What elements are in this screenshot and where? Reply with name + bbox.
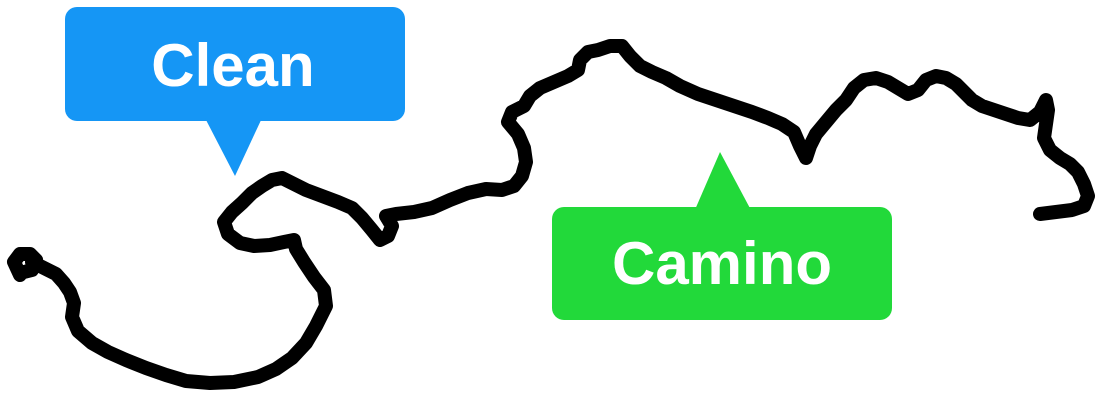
camino-callout-pointer bbox=[694, 152, 752, 212]
camino-callout: Camino bbox=[552, 152, 892, 320]
clean-callout: Clean bbox=[65, 7, 405, 176]
camino-label: Camino bbox=[612, 230, 832, 297]
clean-callout-pointer bbox=[205, 118, 262, 176]
clean-label: Clean bbox=[151, 32, 314, 99]
clean-callout-box bbox=[65, 7, 405, 121]
squiggle-path bbox=[7, 39, 1095, 390]
camino-callout-box bbox=[552, 207, 892, 320]
